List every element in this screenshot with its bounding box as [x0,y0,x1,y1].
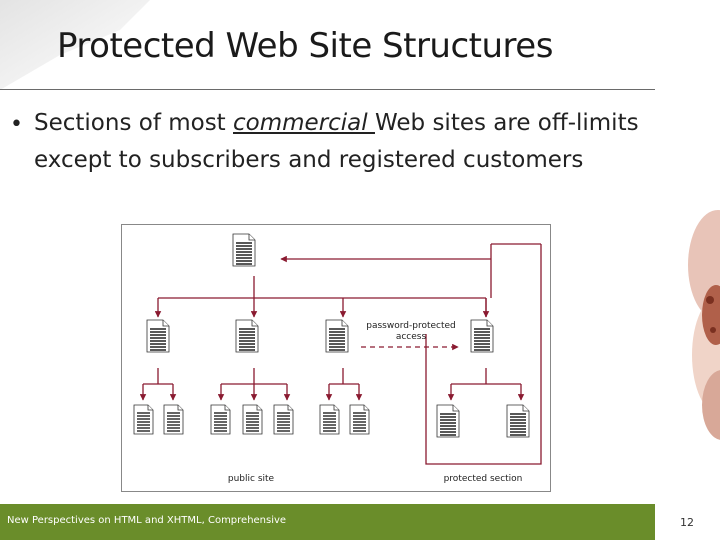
title-rule [0,89,655,90]
site-structure-diagram: password-protected access public site pr… [121,224,551,492]
bullet-text-end: Web sites are off-limits except to subsc… [34,110,639,173]
corner-decoration [0,0,150,90]
page-icon-level2-3 [325,319,349,353]
access-label-line2: access [396,332,427,342]
footer-bar: New Perspectives on HTML and XHTML, Comp… [0,504,655,540]
public-site-label: public site [228,474,275,484]
protected-section-label: protected section [444,474,523,484]
page-icon-level2-1 [146,319,170,353]
diagram-frame [121,224,551,492]
bullet-text-start: Sections of most [34,110,234,136]
page-icon-protected-2 [506,404,530,438]
page-icon-protected-1 [436,404,460,438]
page-number: 12 [680,516,694,529]
access-label-line1: password-protected [366,321,456,331]
footer-text: New Perspectives on HTML and XHTML, Comp… [7,515,287,526]
page-icon-protected-top [470,319,494,353]
bullet-emphasis: commercial [233,110,375,136]
page-icon-level2-2 [235,319,259,353]
root-page-icon [232,233,256,267]
page-icon-level3-3 [210,404,231,435]
slide-title: Protected Web Site Structures [57,26,553,66]
bullet-text: Sections of most commercial Web sites ar… [34,105,654,179]
bullet-dot: • [10,112,23,137]
page-icon-level3-6 [319,404,340,435]
diagram-arrows [139,243,542,465]
page-icon-level3-1 [133,404,154,435]
page-icon-level3-5 [273,404,294,435]
page-icon-level3-4 [242,404,263,435]
page-icon-level3-7 [349,404,370,435]
page-icon-level3-2 [163,404,184,435]
flower-decoration [688,210,720,440]
